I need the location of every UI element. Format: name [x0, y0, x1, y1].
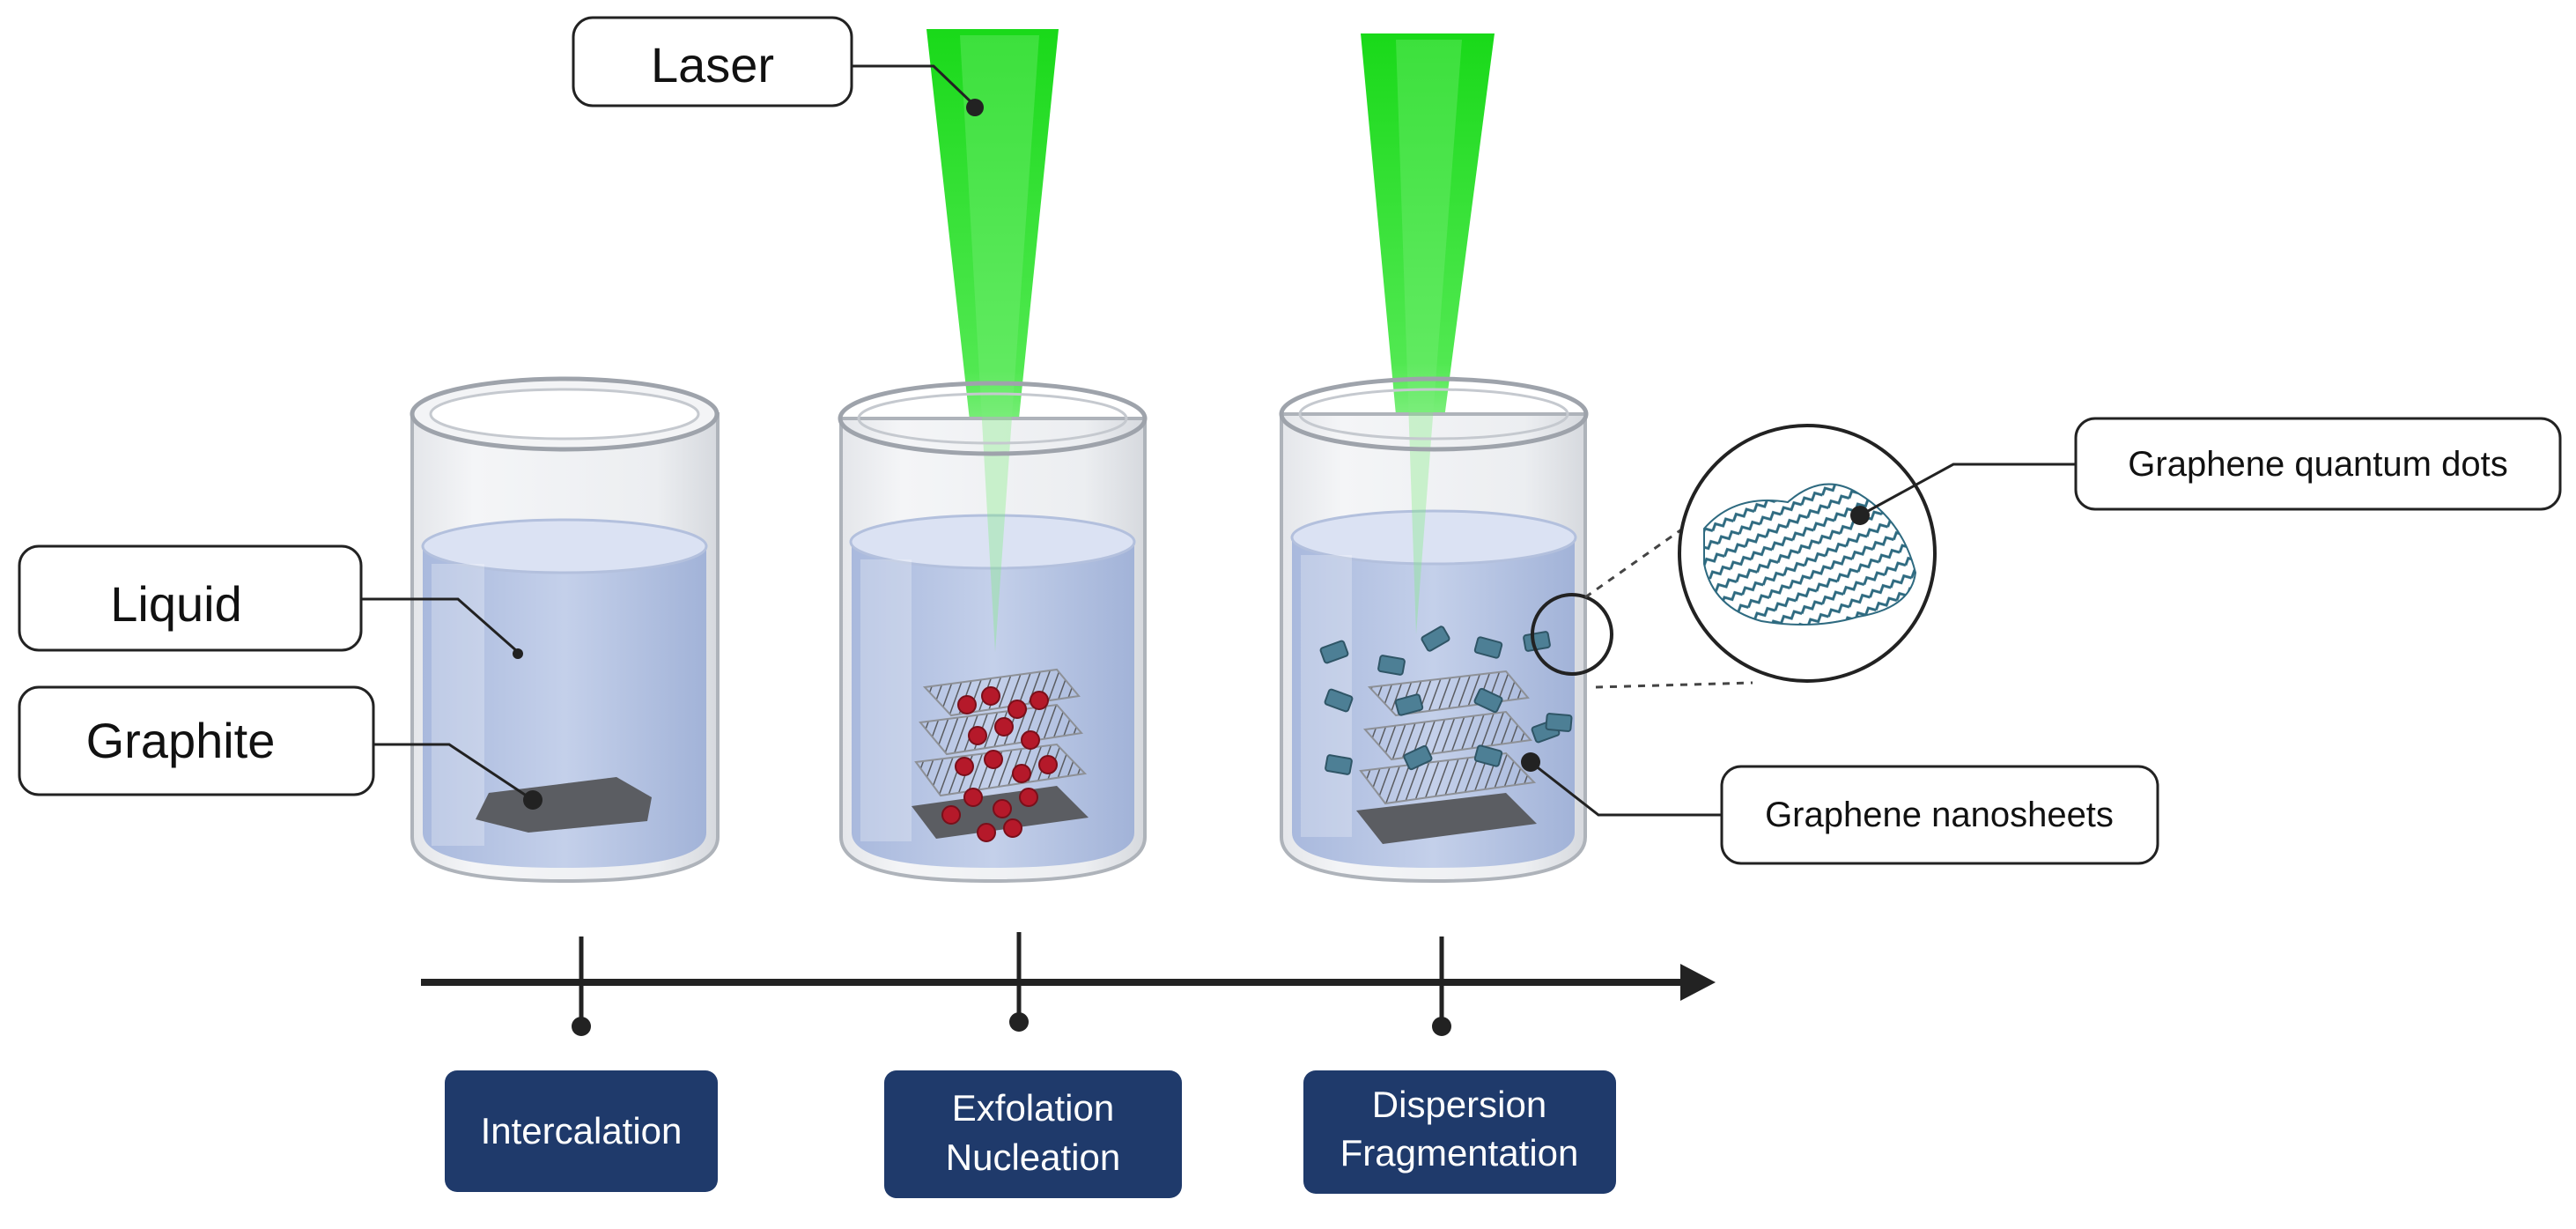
label-graphite-text: Graphite	[86, 713, 276, 768]
timeline-tick-3	[1432, 937, 1451, 1036]
graphene-fragment	[1473, 687, 1503, 714]
label-laser-text: Laser	[651, 37, 774, 93]
intercalant-particle	[981, 686, 1000, 706]
intercalant-particle	[941, 805, 961, 825]
graphene-fragment	[1324, 688, 1354, 713]
intercalant-particle	[984, 750, 1003, 769]
graphene-fragment	[1473, 744, 1503, 767]
laser-beam-1	[926, 29, 1059, 652]
intercalant-particle	[1008, 700, 1027, 719]
label-graphene-nanosheets: Graphene nanosheets	[1720, 765, 2159, 865]
intercalant-particle	[1038, 755, 1058, 774]
intercalant-particle	[994, 717, 1014, 737]
graphene-fragment	[1545, 713, 1573, 732]
beaker-dispersion-rim	[1279, 376, 1589, 452]
graphene-fragment	[1319, 640, 1349, 664]
stage-dispersion-label: Dispersion	[1372, 1084, 1546, 1125]
label-graphene-quantum-dots: Graphene quantum dots	[2074, 417, 2562, 511]
stage-fragmentation-label: Fragmentation	[1340, 1132, 1579, 1173]
graphene-fragment	[1473, 636, 1503, 659]
intercalant-particle	[993, 799, 1012, 818]
graphene-fragment	[1403, 744, 1433, 771]
label-laser: Laser	[572, 16, 853, 107]
intercalant-particle	[955, 757, 974, 776]
stage-exfolation-nucleation: Exfolation Nucleation	[884, 1070, 1182, 1198]
label-gqd-text: Graphene quantum dots	[2128, 445, 2507, 484]
intercalant-particle	[977, 823, 996, 842]
intercalant-particle	[1012, 764, 1031, 783]
graphene-fragment	[1377, 655, 1406, 676]
intercalant-particle	[1019, 788, 1038, 807]
graphene-fragment	[1394, 693, 1424, 716]
intercalant-particle	[963, 788, 983, 807]
zoom-source-circle	[1531, 593, 1613, 676]
stage-dispersion-fragmentation: Dispersion Fragmentation	[1303, 1070, 1616, 1194]
label-liquid-text: Liquid	[110, 576, 241, 632]
intercalant-particles	[941, 686, 1058, 842]
intercalant-particle	[1030, 691, 1049, 710]
intercalant-particle	[957, 695, 977, 714]
label-graphite: Graphite	[18, 685, 375, 796]
stage-intercalation-label: Intercalation	[481, 1110, 683, 1151]
intercalant-particle	[1003, 818, 1022, 838]
laser-beam-2	[1361, 33, 1495, 634]
stage-nucleation-label: Nucleation	[946, 1136, 1120, 1178]
graphene-fragments	[1319, 626, 1573, 775]
timeline-tick-1	[572, 937, 591, 1036]
timeline-arrow	[421, 964, 1716, 1001]
stage-intercalation: Intercalation	[445, 1070, 718, 1192]
label-liquid: Liquid	[18, 544, 363, 652]
label-gns-text: Graphene nanosheets	[1765, 796, 2114, 834]
stage-exfolation-label: Exfolation	[952, 1087, 1114, 1129]
beaker-intercalation	[410, 376, 720, 884]
timeline-tick-2	[1009, 932, 1029, 1032]
beaker-exfolation-rim	[838, 381, 1148, 456]
intercalant-particle	[968, 726, 987, 745]
graphene-fragment	[1523, 631, 1551, 652]
graphene-fragment	[1325, 754, 1353, 775]
graphene-fragment	[1421, 626, 1450, 652]
intercalant-particle	[1021, 730, 1040, 750]
